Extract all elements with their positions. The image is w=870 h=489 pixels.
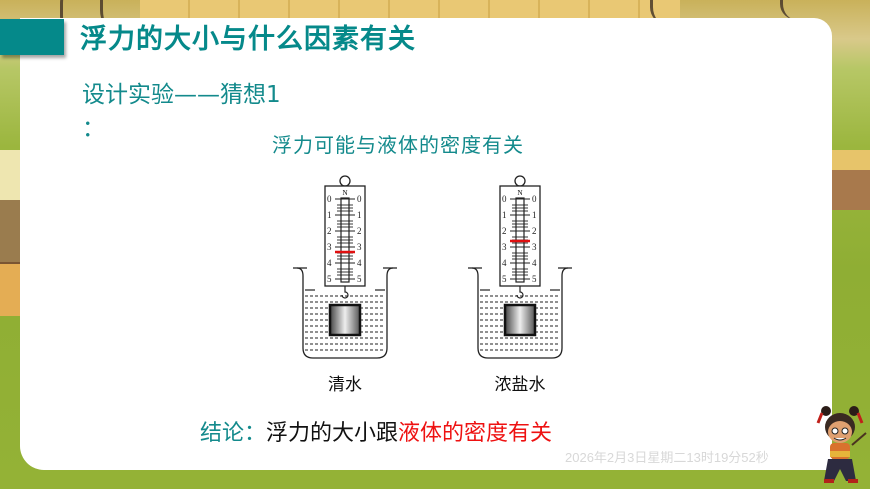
svg-text:1: 1: [327, 210, 332, 220]
conclusion-body: 浮力的大小跟: [266, 421, 399, 446]
svg-text:5: 5: [502, 274, 507, 284]
svg-text:2: 2: [532, 226, 537, 236]
svg-text:1: 1: [357, 210, 362, 220]
conclusion-text: 结论：浮力的大小跟液体的密度有关: [200, 418, 552, 450]
beaker-label-salt-water: 浓盐水: [494, 375, 546, 395]
background-left-band: [0, 150, 22, 320]
svg-text:5: 5: [532, 274, 537, 284]
svg-text:4: 4: [327, 258, 332, 268]
svg-text:1: 1: [532, 210, 537, 220]
beaker-icon: [468, 267, 572, 359]
experiment-figure-water: N 0 0 1 1 2 2 3 3 4 4 5 5: [293, 175, 397, 359]
svg-text:0: 0: [502, 194, 507, 204]
background-branch: [100, 0, 133, 30]
content-card: [20, 18, 832, 470]
background-branch: [650, 0, 693, 25]
svg-text:0: 0: [532, 194, 537, 204]
svg-text:N: N: [342, 189, 347, 197]
svg-text:4: 4: [357, 258, 362, 268]
svg-text:4: 4: [532, 258, 537, 268]
svg-text:1: 1: [502, 210, 507, 220]
timestamp: 2026年2月3日星期二13时19分52秒: [565, 450, 769, 465]
spring-scale-icon: N 0 0 1 1 2 2 3 3 4 4 5 5: [324, 175, 366, 299]
svg-text:3: 3: [357, 242, 362, 252]
hypothesis-text: 浮力可能与液体的密度有关: [272, 133, 524, 157]
mascot-character-icon: [816, 406, 867, 483]
background-branch: [780, 0, 823, 20]
svg-text:2: 2: [327, 226, 332, 236]
svg-text:4: 4: [502, 258, 507, 268]
svg-text:3: 3: [532, 242, 537, 252]
section-subtitle: 设计实验——猜想1: [82, 82, 281, 108]
subtitle-colon: ：: [82, 116, 105, 142]
svg-text:3: 3: [327, 242, 332, 252]
background-right-band: [830, 150, 870, 210]
svg-text:5: 5: [357, 274, 362, 284]
experiment-figure-salt-water: N 0 0 1 1 2 2 3 3 4 4 5 5: [468, 175, 572, 359]
title-accent-tab: [0, 19, 64, 55]
svg-text:N: N: [517, 189, 522, 197]
conclusion-highlight: 液体的密度有关: [398, 421, 553, 446]
spring-scale-icon: N 0 0 1 1 2 2 3 3 4 4 5 5: [499, 175, 541, 299]
svg-text:0: 0: [357, 194, 362, 204]
beaker-label-water: 清水: [328, 375, 362, 395]
svg-text:2: 2: [357, 226, 362, 236]
svg-text:5: 5: [327, 274, 332, 284]
svg-text:2: 2: [502, 226, 507, 236]
background-top-tiles: [140, 0, 680, 18]
beaker-icon: [293, 267, 397, 359]
conclusion-label: 结论：: [200, 421, 267, 446]
svg-text:0: 0: [327, 194, 332, 204]
svg-text:3: 3: [502, 242, 507, 252]
slide-title: 浮力的大小与什么因素有关: [80, 24, 416, 55]
